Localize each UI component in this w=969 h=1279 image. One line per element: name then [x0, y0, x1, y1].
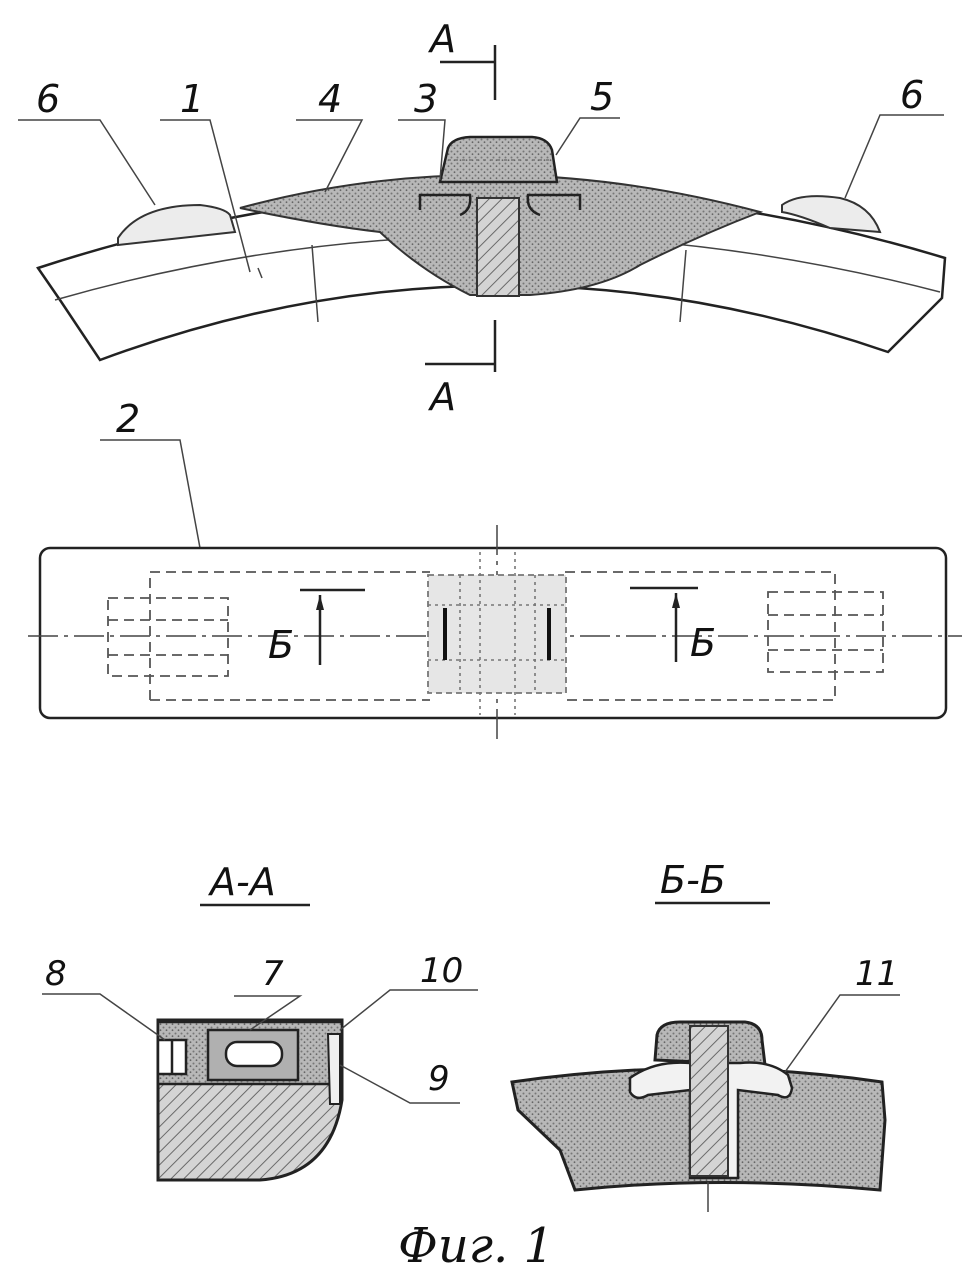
label-7: 7: [262, 954, 284, 994]
label-3: 3: [414, 77, 438, 121]
leader-7: [234, 995, 303, 1031]
central-grid: [427, 574, 567, 694]
section-aa: А-А 8 7 10 9: [42, 860, 478, 1182]
section-aa-title: А-А: [207, 860, 276, 904]
label-8: 8: [45, 954, 67, 994]
inner-contour-left: [149, 571, 430, 700]
section-aa-strip-9: [326, 1033, 341, 1105]
central-key: [476, 197, 520, 297]
leader-5: [555, 117, 620, 156]
leader-10: [339, 989, 478, 1031]
label-6-right: 6: [900, 73, 924, 117]
section-aa-slot: [224, 1040, 284, 1068]
leader-6-right: [844, 114, 944, 199]
end-cap-left: [117, 203, 237, 247]
section-b-arrow-right: [672, 593, 680, 608]
label-5: 5: [590, 75, 614, 119]
section-bb-title: Б-Б: [660, 858, 726, 902]
end-pad-left: [107, 597, 229, 677]
leader-8: [42, 993, 166, 1041]
figure-caption: Фиг. 1: [398, 1218, 554, 1274]
leader-3: [398, 119, 446, 181]
section-b-arrow-left: [316, 595, 324, 610]
label-1: 1: [180, 77, 204, 121]
small-mark: [257, 267, 263, 279]
plan-view: 2 Б Б: [28, 397, 962, 740]
end-cap-right: [781, 195, 882, 234]
plan-outline: [38, 546, 948, 720]
dashed-tick-left: [311, 244, 319, 323]
leader-9: [339, 1064, 460, 1104]
top-view: А А 6 1 4 3 5: [18, 17, 947, 419]
section-b-mark-left: Б: [268, 623, 294, 667]
section-bb: Б-Б 11: [510, 858, 900, 1212]
dashed-tick-right: [679, 249, 687, 323]
label-10: 10: [420, 951, 463, 991]
label-9: 9: [428, 1059, 450, 1099]
section-a-mark-bottom: А: [427, 375, 456, 419]
leader-11: [784, 994, 900, 1073]
hook-right: [526, 193, 582, 217]
leader-1: [160, 119, 251, 273]
label-4: 4: [318, 77, 342, 121]
section-a-mark-top: А: [427, 17, 456, 61]
label-11: 11: [855, 954, 898, 994]
inner-contour-right: [565, 571, 836, 701]
leader-6-left: [18, 119, 156, 206]
leader-4: [296, 119, 364, 193]
label-6-left: 6: [36, 77, 60, 121]
section-bb-key: [689, 1025, 729, 1177]
leader-2: [100, 439, 201, 549]
label-2: 2: [116, 397, 140, 441]
section-b-mark-right: Б: [690, 621, 716, 665]
end-pad-right: [767, 591, 884, 673]
hook-left: [418, 193, 472, 217]
